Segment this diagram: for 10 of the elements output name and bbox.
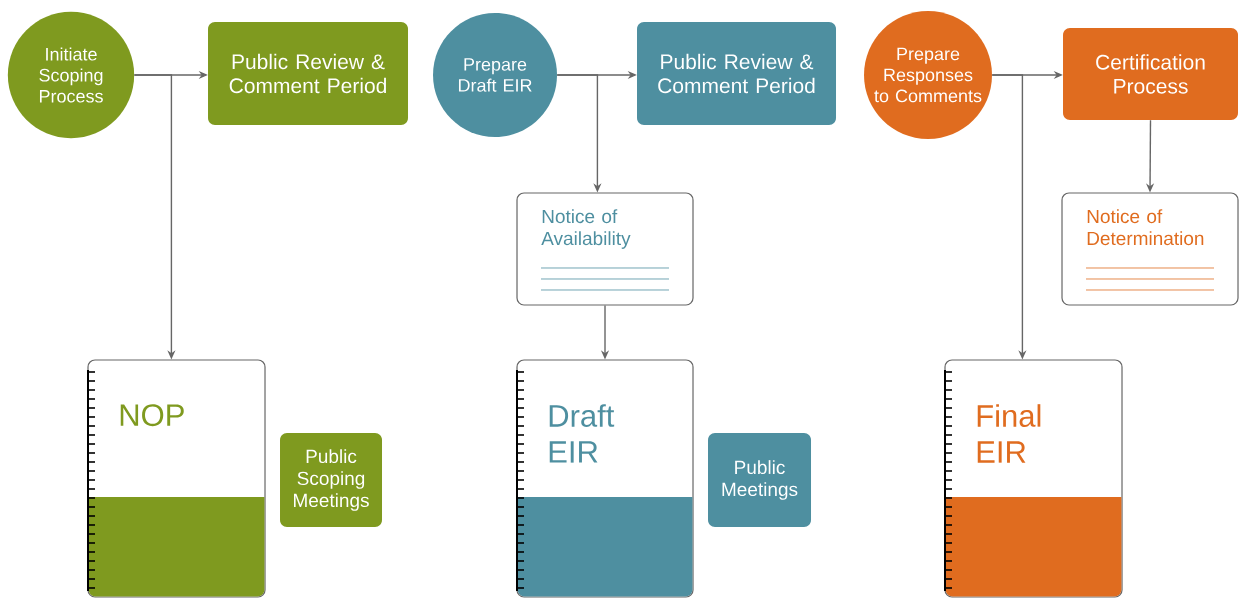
report-drawing: Draft EIR xyxy=(516,359,694,598)
process-box: Public Review & Comment Period xyxy=(637,22,836,125)
notice-card: Notice of Availability xyxy=(516,192,694,306)
report-drawing: Final EIR xyxy=(944,359,1123,598)
process-box: Public Review & Comment Period xyxy=(208,22,408,125)
report-drawing: NOP xyxy=(87,359,266,598)
notice-card: Notice of Determination xyxy=(1061,192,1239,306)
process-box: Certification Process xyxy=(1063,28,1238,120)
process-box: Public Meetings xyxy=(708,433,811,527)
process-box: Public Scoping Meetings xyxy=(280,433,382,527)
